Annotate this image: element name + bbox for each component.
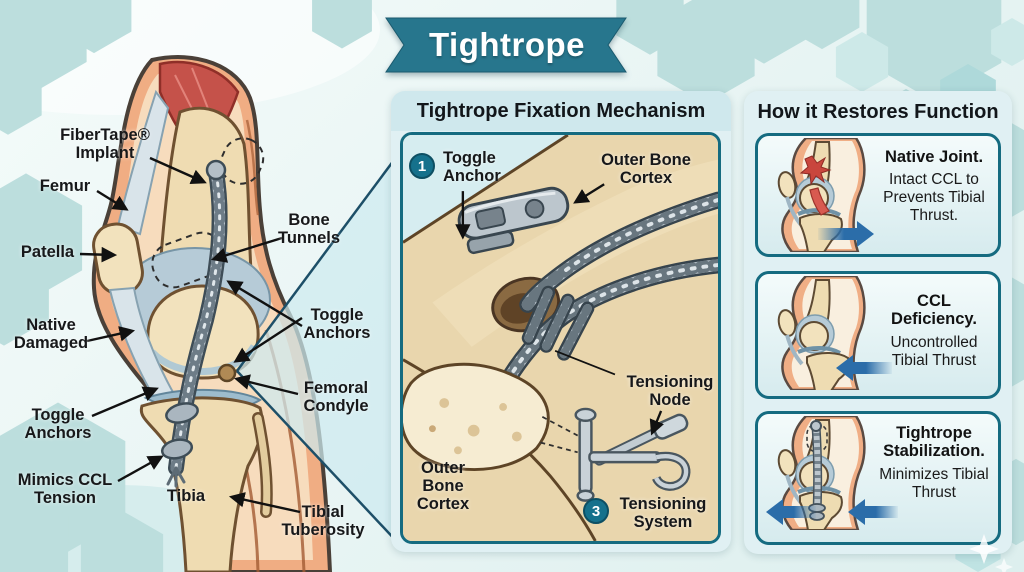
card-body: Uncontrolled Tibial Thrust — [890, 333, 978, 369]
knee-anatomy-illustration — [91, 55, 400, 572]
label-native-damaged: Native Damaged — [13, 316, 89, 353]
fixation-panel-title: Tightrope Fixation Mechanism — [391, 91, 731, 131]
toggle-anchor-device — [457, 186, 570, 255]
label-tibial-tuberosity: Tibial Tuberosity — [281, 503, 365, 540]
fixation-closeup-art — [403, 135, 718, 541]
zoom-callout-wedge — [235, 151, 400, 546]
intact-ccl-red-marker — [799, 155, 832, 186]
ccl-deficiency-knee-art — [777, 276, 866, 390]
label-outer-bone-cortex-top: Outer Bone Cortex — [601, 151, 691, 188]
card-heading: Tightrope Stabilization. — [883, 424, 985, 461]
label-toggle-anchors-right: Toggle Anchors — [303, 306, 371, 343]
thrust-arrow-right — [818, 221, 874, 247]
step-1-badge: 1 — [409, 153, 435, 179]
card-native-joint-text: Native Joint. Intact CCL to Prevents Tib… — [876, 148, 992, 225]
intact-ccl-ligament — [809, 187, 830, 216]
tensioning-node-knot — [521, 285, 595, 361]
card-ccl-deficiency: CCL Deficiency. Uncontrolled Tibial Thru… — [755, 271, 1001, 399]
banner-title: Tightrope — [428, 26, 586, 63]
label-toggle-anchor: Toggle Anchor — [443, 149, 501, 186]
thrust-arrow-left-inner — [848, 499, 898, 525]
fixation-mechanism-panel: Tightrope Fixation Mechanism — [391, 91, 731, 552]
label-tibia: Tibia — [166, 487, 206, 505]
label-toggle-anchors-left: Toggle Anchors — [24, 406, 92, 443]
mid-label-arrows — [455, 183, 664, 436]
card-heading: CCL Deficiency. — [891, 292, 977, 329]
card-tightrope-text: Tightrope Stabilization. Minimizes Tibia… — [876, 424, 992, 502]
quadriceps-tendon — [116, 89, 170, 236]
label-patella: Patella — [20, 243, 75, 261]
left-label-arrows — [79, 156, 303, 514]
label-outer-bone-cortex-bottom: Outer Bone Cortex — [416, 459, 470, 514]
label-bone-tunnels: Bone Tunnels — [277, 211, 341, 248]
label-tensioning-system: Tensioning System — [619, 495, 707, 532]
native-joint-knee-art — [777, 138, 866, 252]
card-native-joint: Native Joint. Intact CCL to Prevents Tib… — [755, 133, 1001, 257]
thrust-arrow-left-outer — [766, 499, 816, 525]
thrust-arrow-left — [836, 355, 892, 381]
card-body: Intact CCL to Prevents Tibial Thrust. — [883, 171, 985, 225]
tightrope-stabilization-knee-art — [777, 416, 866, 530]
step-3-badge: 3 — [583, 498, 609, 524]
leader-dashes — [540, 416, 579, 454]
label-femur: Femur — [39, 177, 91, 195]
toggle-anchor-knots — [160, 402, 199, 460]
fixation-detail-box: 1 Toggle Anchor Outer Bone Cortex Tensio… — [400, 132, 721, 544]
label-tensioning-node: Tensioning Node — [626, 373, 714, 410]
card-heading: Native Joint. — [884, 148, 984, 166]
bone-tunnel-dashed-outlines — [151, 137, 265, 289]
banner-ribbon — [385, 17, 627, 73]
label-femoral-condyle: Femoral Condyle — [303, 379, 369, 416]
label-mimics-ccl-tension: Mimics CCL Tension — [17, 471, 113, 508]
patella-bone — [92, 222, 176, 406]
card-tightrope-stabilization: Tightrope Stabilization. Minimizes Tibia… — [755, 411, 1001, 545]
label-fibertape-implant: FiberTape® Implant — [60, 126, 150, 163]
bone-end-cross-section — [403, 362, 550, 472]
function-panel: How it Restores Function Native Joint. I… — [744, 91, 1012, 554]
card-ccl-deficiency-text: CCL Deficiency. Uncontrolled Tibial Thru… — [876, 292, 992, 370]
function-panel-title: How it Restores Function — [757, 101, 999, 123]
card-body: Minimizes Tibial Thrust — [879, 465, 989, 501]
tensioning-system-tool — [574, 407, 691, 502]
title-banner: Tightrope — [380, 16, 634, 78]
condyle-toggle-anchor — [217, 363, 237, 383]
